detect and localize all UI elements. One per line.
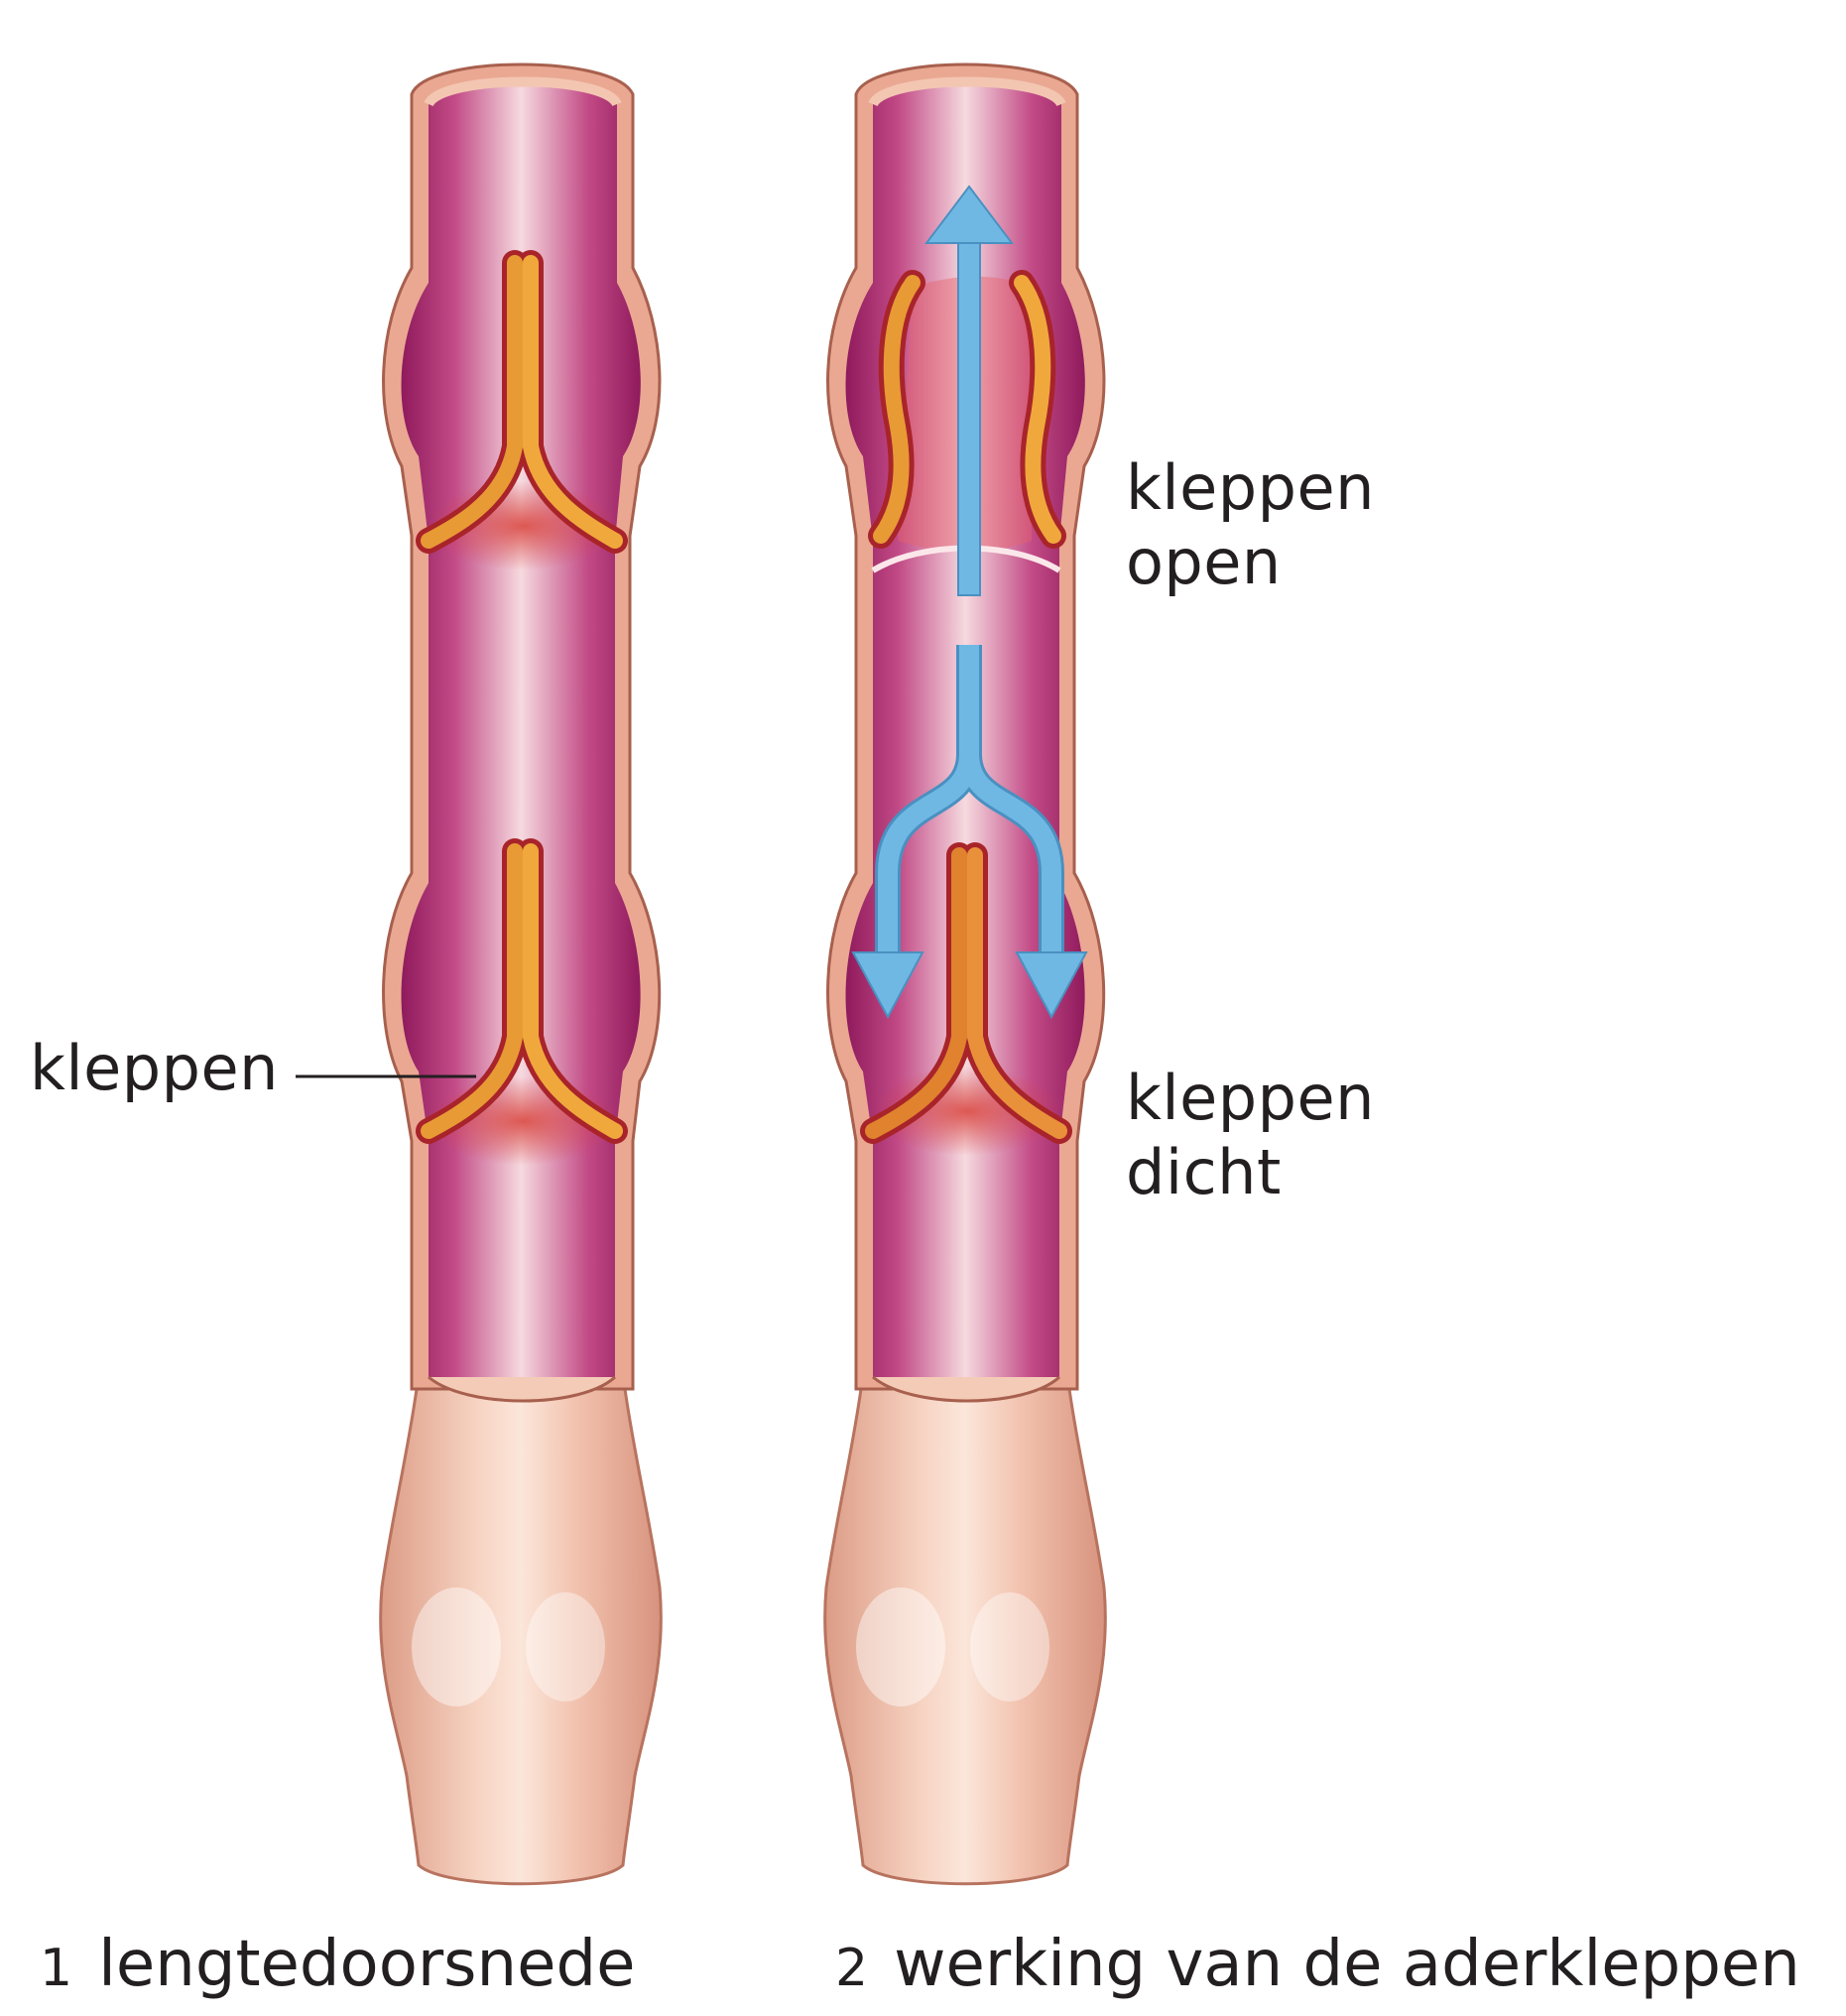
caption-1-text: lengtedoorsnede — [98, 1928, 635, 2001]
vein-longitudinal-section — [296, 64, 661, 1884]
label-valve-left: kleppen — [30, 1032, 279, 1105]
vein-valve-function — [825, 64, 1106, 1884]
caption-2: 2 werking van de aderkleppen — [835, 1927, 1800, 2006]
label-valves-closed-line1: kleppen — [1126, 1062, 1375, 1135]
label-valves-closed-line2: dicht — [1126, 1136, 1282, 1209]
label-valves-open-line1: kleppen — [1126, 451, 1375, 525]
caption-2-text: werking van de aderkleppen — [894, 1928, 1800, 2001]
label-valves-open-line2: open — [1126, 526, 1282, 599]
caption-1: 1 lengtedoorsnede — [40, 1927, 635, 2006]
caption-2-number: 2 — [835, 1939, 868, 1998]
caption-1-number: 1 — [40, 1939, 72, 1998]
